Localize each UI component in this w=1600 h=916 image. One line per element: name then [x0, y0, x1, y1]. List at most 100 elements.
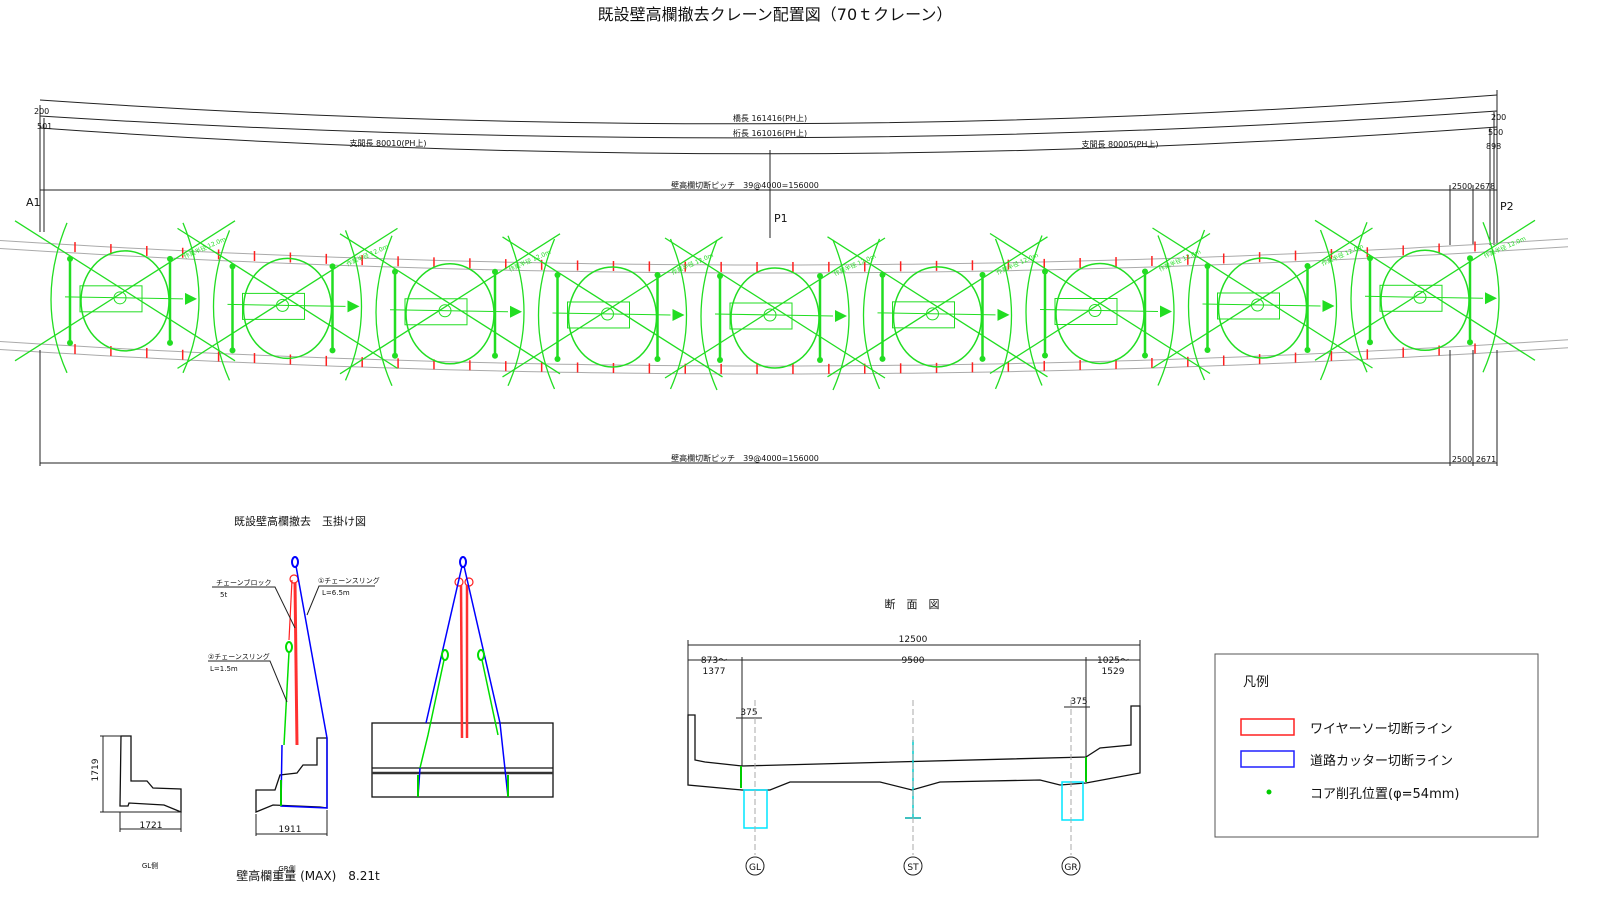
crane-turntable: [1413, 290, 1427, 304]
crane-boom: [714, 313, 834, 317]
crane-outrigger-pad: [654, 355, 661, 362]
support-p2: P2: [1500, 200, 1514, 213]
crane-boom: [389, 309, 509, 313]
crane-outrigger-pad: [1367, 339, 1373, 346]
span-left-label: 支間長 80010(PH上): [349, 138, 426, 148]
deck-edge-line: [0, 339, 1569, 367]
gr-width: 1911: [279, 825, 302, 835]
crane-outrigger-pad: [1304, 262, 1311, 269]
support-p1: P1: [774, 212, 788, 225]
crane-outrigger-pad: [492, 352, 498, 359]
crane-outrigger-pad: [554, 355, 561, 362]
deck-edge-line: [0, 246, 1569, 274]
right-offset-898: 898: [1486, 142, 1501, 151]
crane-swing-arc: [344, 230, 363, 381]
crane-outrigger-pad: [1142, 352, 1148, 359]
crane-boom: [1364, 295, 1484, 299]
crane-outrigger-pad: [717, 356, 723, 363]
section-right-375: 375: [1070, 697, 1087, 707]
crane-boom: [552, 312, 671, 316]
sling-diagram: 既設壁高欄撤去 玉掛け図 1719 1721 GL側 1911 GR側 チェーン…: [91, 514, 554, 883]
crane-hook-icon: [835, 309, 847, 322]
crane-boom: [1039, 309, 1159, 313]
section-left-375: 375: [740, 708, 757, 718]
crane-turntable: [438, 304, 452, 318]
crane-outrigger-pad: [554, 271, 561, 278]
crane-body: [567, 301, 630, 329]
gr-side-label: GR側: [278, 864, 295, 873]
crane-hook-icon: [997, 308, 1010, 321]
crane-outrigger-pad: [167, 255, 173, 262]
crane-swing-arc: [700, 239, 718, 391]
crane-body: [1217, 292, 1280, 320]
crane-turntable: [1251, 298, 1264, 312]
legend-title: 凡例: [1243, 675, 1269, 690]
crane-outrigger-pad: [979, 355, 986, 362]
crane-reach-line: [14, 220, 236, 362]
ring-icon: [289, 574, 299, 584]
crane-boom: [877, 312, 996, 316]
crane-reach-line: [1314, 219, 1536, 361]
deck-edge-line: [0, 238, 1569, 266]
right-offset-200: 200: [1491, 113, 1506, 122]
crane-outrigger-pad: [1042, 352, 1048, 359]
crane-body: [1054, 298, 1118, 326]
crane-outrigger-pad: [1204, 262, 1211, 269]
section-title: 断 面 図: [885, 597, 940, 611]
pitch-bottom-end-2671: 2671: [1476, 455, 1496, 464]
pitch-top-end-2678: 2678: [1475, 182, 1495, 191]
bottom-dimensions: 壁高欄切断ピッチ 39@4000=156000 2500 2671: [39, 350, 1498, 466]
legend: 凡例 ワイヤーソー切断ライン 道路カッター切断ライン コア削孔位置(φ=54mm…: [1214, 653, 1539, 838]
crane-swing-arc: [862, 238, 881, 390]
crane-swing-arc: [1319, 229, 1338, 381]
crane-outrigger-pad: [1367, 255, 1373, 262]
crane-outrigger-pad: [229, 263, 236, 270]
crane-swing-arc: [182, 222, 200, 374]
crane-swing-arc: [1157, 235, 1175, 386]
crane-swing-arc: [1350, 222, 1368, 373]
gl-width: 1721: [140, 821, 163, 831]
marker-gr: GR: [1064, 863, 1077, 873]
left-offset-501: 501: [37, 122, 52, 131]
crane-outrigger-pad: [329, 263, 336, 270]
gr-barrier-section: [255, 737, 328, 813]
crane-outrigger-pad: [492, 268, 498, 275]
crane-outrigger-pad: [1304, 346, 1311, 353]
section-total-width: 12500: [899, 635, 928, 645]
crane-70t: 作業半径 12.0m: [989, 232, 1211, 386]
crane-reach-line: [1152, 227, 1373, 369]
crane-outrigger-pad: [1042, 268, 1048, 275]
crane-turntable: [763, 308, 777, 322]
pitch-bottom-label: 壁高欄切断ピッチ 39@4000=156000: [671, 453, 819, 463]
crane-outrigger-pad: [817, 272, 823, 279]
crane-hook-icon: [347, 300, 360, 313]
girder-length-label: 桁長 161016(PH上): [733, 128, 807, 138]
drawing-title: 既設壁高欄撤去クレーン配置図（70ｔクレーン）: [598, 5, 953, 24]
crane-swing-arc: [832, 239, 850, 391]
crane-reach-line: [339, 233, 561, 375]
shackle-icon: [291, 556, 299, 568]
crane-hook-icon: [1322, 299, 1335, 312]
crane-outrigger-pad: [229, 347, 236, 354]
sling2-label: ②チェーンスリング: [208, 652, 270, 661]
cross-section: 断 面 図 12500 873～ 1377 9500 1025～ 1529 37…: [687, 597, 1141, 876]
crane-body: [729, 302, 793, 330]
barrier-weight: 壁高欄重量 (MAX) 8.21t: [236, 868, 380, 883]
marker-st: ST: [907, 863, 919, 873]
crane-turntable: [113, 291, 127, 305]
span-right-label: 支間長 80005(PH上): [1081, 139, 1158, 149]
crane-body: [1379, 284, 1443, 312]
legend-wire-saw-swatch: [1240, 718, 1295, 736]
crane-boom: [64, 296, 184, 300]
crane-swing-arc: [1482, 222, 1500, 373]
section-right-width: 1025～: [1097, 656, 1129, 666]
crane-outrigger-pad: [67, 255, 73, 262]
crane-outrigger-pad: [717, 272, 723, 279]
section-right-width2: 1529: [1102, 667, 1125, 677]
crane-swing-arc: [537, 238, 556, 390]
crane-outrigger-pad: [167, 339, 173, 346]
bridge-length-label: 橋長 161416(PH上): [733, 113, 807, 123]
crane-outrigger-pad: [654, 271, 661, 278]
crane-body: [242, 292, 305, 320]
crane-turntable: [276, 298, 289, 312]
